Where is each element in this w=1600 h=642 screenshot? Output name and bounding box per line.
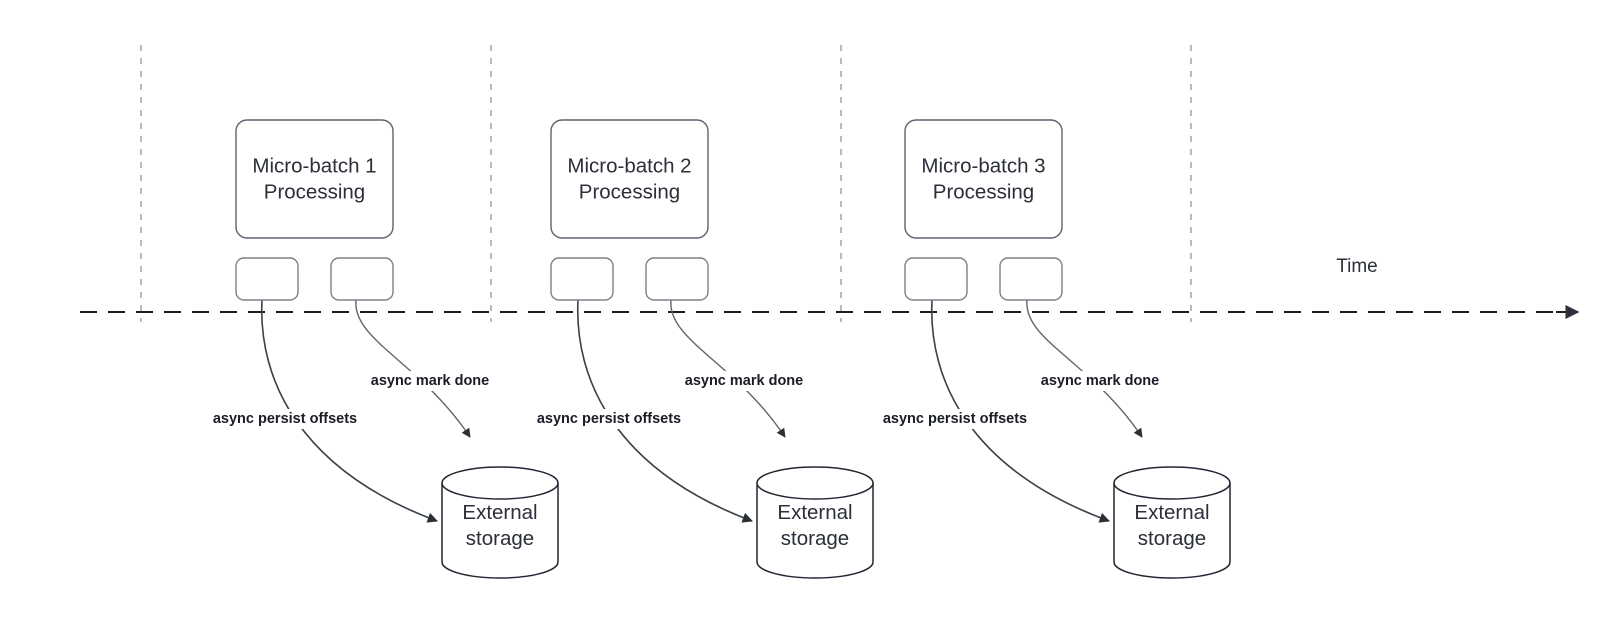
- async-mark-done-edge-2: [670, 299, 786, 438]
- cylinder-body-3[interactable]: [1113, 483, 1231, 579]
- external-storage-label-line2-1: storage: [466, 527, 534, 550]
- task-slot-right-1-2[interactable]: [330, 257, 394, 301]
- micro-batch-label-line2-2: Processing: [579, 180, 680, 203]
- async-persist-offsets-edge-label-bg-2: [524, 409, 694, 429]
- micro-batch-label-line1-3: Micro-batch 3: [921, 154, 1045, 177]
- cylinder-top-ellipse-1[interactable]: [441, 466, 559, 500]
- micro-batch-box-1[interactable]: [235, 119, 394, 239]
- task-slot-left-2-1[interactable]: [550, 257, 614, 301]
- async-mark-done-edge-label-bg-1: [345, 371, 515, 391]
- micro-batch-node-2[interactable]: Micro-batch 2 Processing: [550, 119, 709, 239]
- micro-batch-box-2[interactable]: [550, 119, 709, 239]
- micro-batch-node-3[interactable]: Micro-batch 3 Processing: [904, 119, 1063, 239]
- external-storage-label-line1-2: External: [777, 501, 852, 524]
- time-axis-label: Time: [1336, 256, 1378, 277]
- cylinder-body-2[interactable]: [756, 483, 874, 579]
- external-storage-label-line2-2: storage: [781, 527, 849, 550]
- async-persist-offsets-edge-label-bg-1: [200, 409, 370, 429]
- micro-batch-label-line1-1: Micro-batch 1: [252, 154, 376, 177]
- external-storage-node-2[interactable]: External storage: [756, 466, 874, 579]
- external-storage-label-line2-3: storage: [1138, 527, 1206, 550]
- micro-batch-label-line2-3: Processing: [933, 180, 1034, 203]
- micro-batch-label-line1-2: Micro-batch 2: [567, 154, 691, 177]
- async-persist-offsets-edge-label-bg-3: [870, 409, 1040, 429]
- async-persist-offsets-edge-label-1: async persist offsets: [213, 411, 357, 427]
- micro-batch-node-1[interactable]: Micro-batch 1 Processing: [235, 119, 394, 239]
- external-storage-node-1[interactable]: External storage: [441, 466, 559, 579]
- cylinder-top-ellipse-2[interactable]: [756, 466, 874, 500]
- cylinder-body-1[interactable]: [441, 483, 559, 579]
- task-slot-left-3-1[interactable]: [904, 257, 968, 301]
- async-mark-done-edge-label-bg-2: [659, 371, 829, 391]
- async-mark-done-edge-1: [355, 299, 471, 438]
- external-storage-label-line1-1: External: [462, 501, 537, 524]
- timeline-axis: Time: [80, 256, 1580, 319]
- edge-labels-layer: async persist offsets async mark done asyn…: [200, 371, 1185, 429]
- async-mark-done-edge-label-1: async mark done: [371, 373, 489, 389]
- cylinder-top-ellipse-3[interactable]: [1113, 466, 1231, 500]
- external-storage-node-3[interactable]: External storage: [1113, 466, 1231, 579]
- async-mark-done-edge-label-2: async mark done: [685, 373, 803, 389]
- async-persist-offsets-edge-label-3: async persist offsets: [883, 411, 1027, 427]
- micro-batch-label-line2-1: Processing: [264, 180, 365, 203]
- async-mark-done-edge-label-3: async mark done: [1041, 373, 1159, 389]
- async-mark-done-edge-3: [1026, 299, 1143, 438]
- external-storage-label-line1-3: External: [1134, 501, 1209, 524]
- task-slot-right-2-2[interactable]: [645, 257, 709, 301]
- async-persist-offsets-edge-label-2: async persist offsets: [537, 411, 681, 427]
- task-slot-right-3-2[interactable]: [999, 257, 1063, 301]
- task-slot-left-1-1[interactable]: [235, 257, 299, 301]
- micro-batch-box-3[interactable]: [904, 119, 1063, 239]
- async-mark-done-edge-label-bg-3: [1015, 371, 1185, 391]
